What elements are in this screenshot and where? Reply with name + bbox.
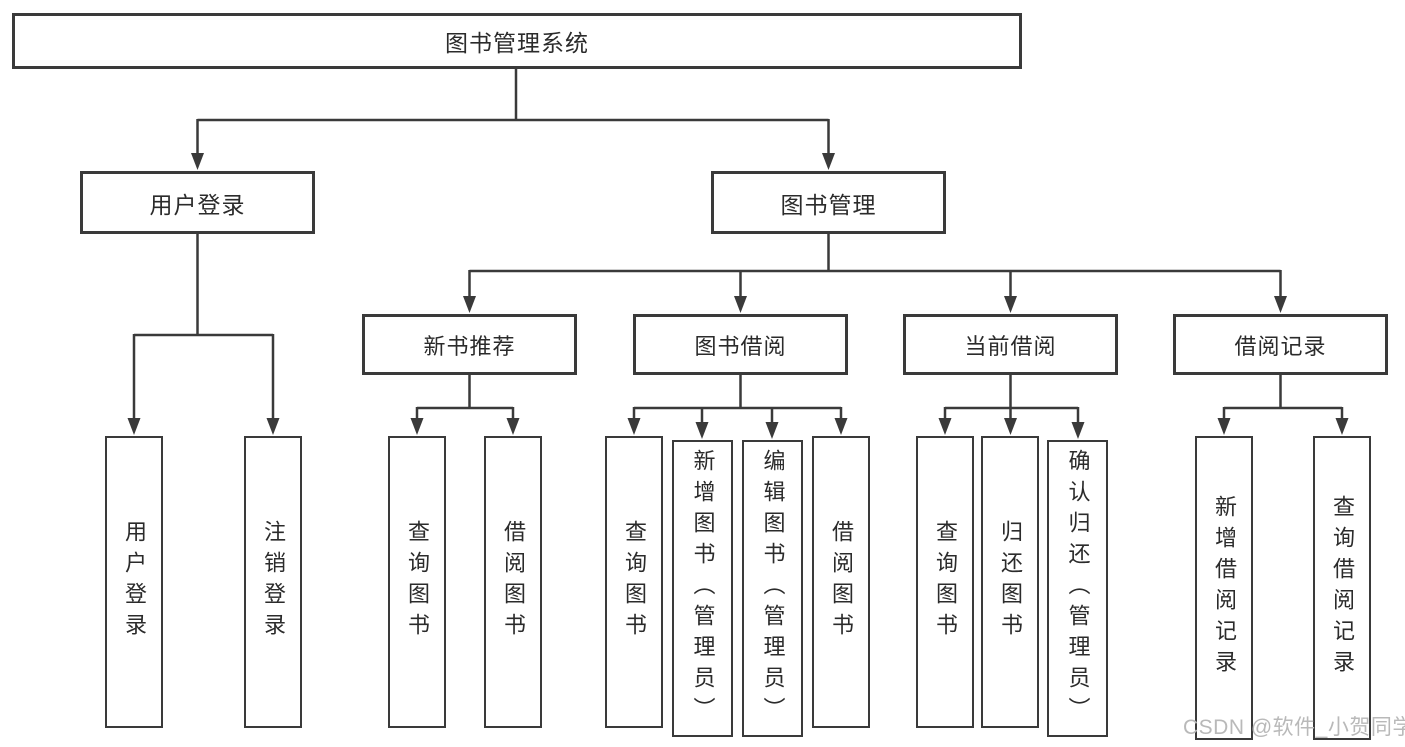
node-book-borrowing: 图书借阅 [633,314,848,375]
edge-root-to-level2 [196,69,830,155]
edge-borrowing-to-leaves [632,375,843,424]
node-new-book-recommendation: 新书推荐 [362,314,577,375]
leaf-borrowing-query-books: 查询图书 [605,436,663,728]
node-user-login-branch: 用户登录 [80,171,315,234]
edge-current-to-leaves [943,375,1080,424]
edge-recommend-to-leaves [415,375,515,420]
leaf-add-books-admin: 新增图书（管理员） [672,440,733,737]
watermark: CSDN @软件_小贺同学 [1183,716,1405,739]
leaf-recommend-borrow-books: 借阅图书 [484,436,542,728]
node-book-management-branch: 图书管理 [711,171,946,234]
leaf-return-books: 归还图书 [981,436,1039,728]
edge-records-to-leaves [1222,375,1344,420]
leaf-logout: 注销登录 [244,436,302,728]
edge-bookmgmt-to-level3 [468,234,1282,298]
leaf-edit-books-admin: 编辑图书（管理员） [742,440,803,737]
leaf-add-borrow-record: 新增借阅记录 [1195,436,1253,740]
node-library-management-system: 图书管理系统 [12,13,1022,69]
arrowheads [127,153,1349,439]
leaf-query-borrow-record: 查询借阅记录 [1313,436,1371,740]
node-current-borrowing: 当前借阅 [903,314,1118,375]
leaf-current-query-books: 查询图书 [916,436,974,728]
leaf-user-login: 用户登录 [105,436,163,728]
leaf-recommend-query-books: 查询图书 [388,436,446,728]
node-borrowing-records: 借阅记录 [1173,314,1388,375]
leaf-confirm-return-admin: 确认归还（管理员） [1047,440,1108,737]
edge-userlogin-to-leaves [132,234,275,420]
leaf-borrowing-borrow-books: 借阅图书 [812,436,870,728]
